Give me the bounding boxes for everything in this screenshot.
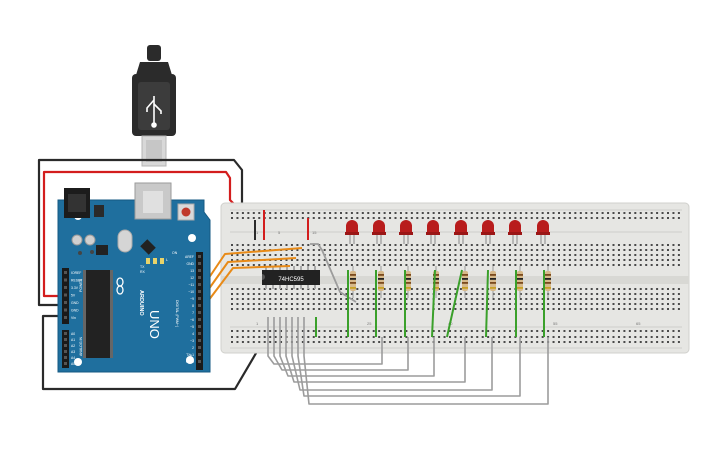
red-led[interactable] bbox=[345, 220, 359, 244]
green-jumper[interactable] bbox=[485, 269, 489, 338]
svg-text:~10: ~10 bbox=[188, 290, 194, 294]
svg-text:5: 5 bbox=[278, 230, 281, 235]
center-channel bbox=[221, 276, 689, 284]
svg-text:GND: GND bbox=[71, 309, 79, 313]
svg-text:5V: 5V bbox=[71, 294, 76, 298]
svg-text:7: 7 bbox=[192, 311, 194, 315]
svg-text:~11: ~11 bbox=[189, 283, 195, 287]
breadboard-holes bbox=[231, 212, 680, 343]
svg-text:3.3V: 3.3V bbox=[71, 286, 79, 290]
svg-text:~5: ~5 bbox=[190, 325, 194, 329]
output-wires[interactable] bbox=[267, 317, 549, 405]
shift-register-chip[interactable]: 74HC595 bbox=[262, 266, 320, 289]
svg-text:A3: A3 bbox=[71, 350, 75, 354]
resistor[interactable] bbox=[545, 266, 551, 298]
red-led[interactable] bbox=[399, 220, 413, 244]
red-led[interactable] bbox=[481, 220, 495, 244]
svg-text:DIGITAL (PWM~): DIGITAL (PWM~) bbox=[175, 300, 179, 327]
resistor[interactable] bbox=[462, 266, 468, 298]
usb-strain-relief bbox=[147, 45, 161, 61]
atmega-chip bbox=[86, 270, 110, 358]
svg-text:1: 1 bbox=[256, 321, 259, 326]
svg-text:2: 2 bbox=[192, 346, 194, 350]
red-led[interactable] bbox=[426, 220, 440, 244]
gnd-wire-bottom[interactable] bbox=[41, 314, 263, 391]
arduino-uno[interactable]: TX RX L ON ARDUINO UNO AREF GND 13 12 ~11 ~10… bbox=[57, 182, 211, 373]
svg-text:A4: A4 bbox=[71, 356, 75, 360]
svg-text:ANALOG IN: ANALOG IN bbox=[79, 336, 83, 356]
svg-text:13: 13 bbox=[190, 269, 194, 273]
usb-symbol-icon bbox=[146, 96, 162, 128]
svg-text:TX▸1: TX▸1 bbox=[186, 353, 194, 357]
svg-text:GND: GND bbox=[186, 262, 194, 266]
svg-text:25: 25 bbox=[367, 321, 372, 326]
green-jumper[interactable] bbox=[446, 269, 463, 338]
svg-text:65: 65 bbox=[636, 321, 641, 326]
svg-text:~9: ~9 bbox=[190, 297, 194, 301]
svg-text:8: 8 bbox=[192, 304, 194, 308]
svg-text:ON: ON bbox=[172, 251, 178, 255]
usb-cable[interactable] bbox=[132, 45, 176, 167]
resistor[interactable] bbox=[490, 266, 496, 298]
svg-text:A2: A2 bbox=[71, 344, 75, 348]
resistor-row[interactable] bbox=[350, 266, 551, 298]
crystal bbox=[117, 229, 133, 253]
led-row[interactable] bbox=[345, 220, 550, 244]
resistor[interactable] bbox=[350, 266, 356, 298]
svg-text:A0: A0 bbox=[71, 332, 75, 336]
resistor[interactable] bbox=[517, 266, 523, 298]
red-led[interactable] bbox=[536, 220, 550, 244]
svg-text:1: 1 bbox=[256, 230, 259, 235]
svg-text:12: 12 bbox=[190, 276, 194, 280]
analog-header bbox=[62, 330, 69, 368]
red-led[interactable] bbox=[372, 220, 386, 244]
chip-body bbox=[262, 270, 320, 285]
resistor[interactable] bbox=[405, 266, 411, 298]
red-led[interactable] bbox=[508, 220, 522, 244]
svg-text:RX◂0: RX◂0 bbox=[186, 360, 194, 364]
breadboard[interactable]: 1 5 15 1 25 40 55 65 bbox=[220, 202, 690, 354]
svg-text:15: 15 bbox=[312, 230, 317, 235]
chip-label: 74HC595 bbox=[278, 277, 304, 283]
svg-text:Vin: Vin bbox=[71, 316, 76, 320]
svg-text:55: 55 bbox=[553, 321, 558, 326]
svg-text:POWER: POWER bbox=[79, 278, 83, 292]
svg-text:RX: RX bbox=[140, 270, 146, 274]
svg-text:IOREF: IOREF bbox=[71, 271, 81, 275]
green-jumpers[interactable] bbox=[315, 269, 545, 338]
svg-text:~6: ~6 bbox=[190, 318, 194, 322]
svg-text:A1: A1 bbox=[71, 338, 75, 342]
svg-text:RESET: RESET bbox=[71, 279, 82, 283]
resistor[interactable] bbox=[378, 266, 384, 298]
5v-wire[interactable] bbox=[42, 170, 251, 298]
red-led[interactable] bbox=[454, 220, 468, 244]
usb-cable-neck bbox=[136, 62, 172, 75]
svg-text:A5: A5 bbox=[71, 362, 75, 366]
svg-text:AREF: AREF bbox=[185, 255, 194, 259]
svg-text:L: L bbox=[166, 258, 168, 262]
infinity-logo-icon bbox=[116, 277, 124, 295]
svg-text:TX: TX bbox=[140, 265, 145, 269]
svg-text:GND: GND bbox=[71, 301, 79, 305]
arduino-brand: ARDUINO bbox=[138, 290, 144, 316]
chip-gray-wire[interactable] bbox=[310, 243, 357, 303]
svg-text:4: 4 bbox=[192, 332, 194, 336]
arduino-model: UNO bbox=[147, 310, 162, 339]
svg-text:~3: ~3 bbox=[190, 339, 194, 343]
green-jumper[interactable] bbox=[431, 269, 436, 338]
